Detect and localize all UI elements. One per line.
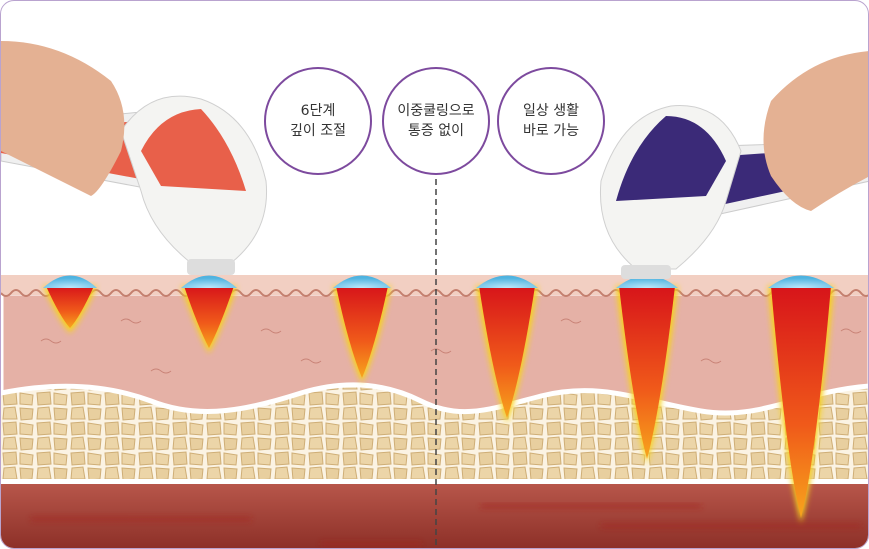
feature-line: 이중쿨링으로 [397,103,475,119]
heat-zone-1 [43,275,97,333]
feature-line: 바로 가능 [523,123,579,139]
feature-line: 통증 없이 [408,123,464,139]
feature-line: 6단계 [300,103,336,119]
heat-zone-4 [476,275,538,423]
feature-line: 깊이 조절 [290,123,346,139]
muscle-layer [1,483,868,548]
feature-circle-daily-life: 일상 생활 바로 가능 [497,67,605,175]
heat-zone-3 [333,275,391,383]
heat-zones [43,275,834,523]
right-device-icon [599,51,868,279]
feature-circle-depth: 6단계 깊이 조절 [264,67,372,175]
feature-circle-cooling: 이중쿨링으로 통증 없이 [382,67,490,175]
left-device-icon [1,41,268,275]
feature-line: 일상 생활 [523,103,579,119]
heat-zone-2 [181,275,237,353]
heat-zone-6 [768,275,834,523]
dermis-layer [1,290,868,416]
